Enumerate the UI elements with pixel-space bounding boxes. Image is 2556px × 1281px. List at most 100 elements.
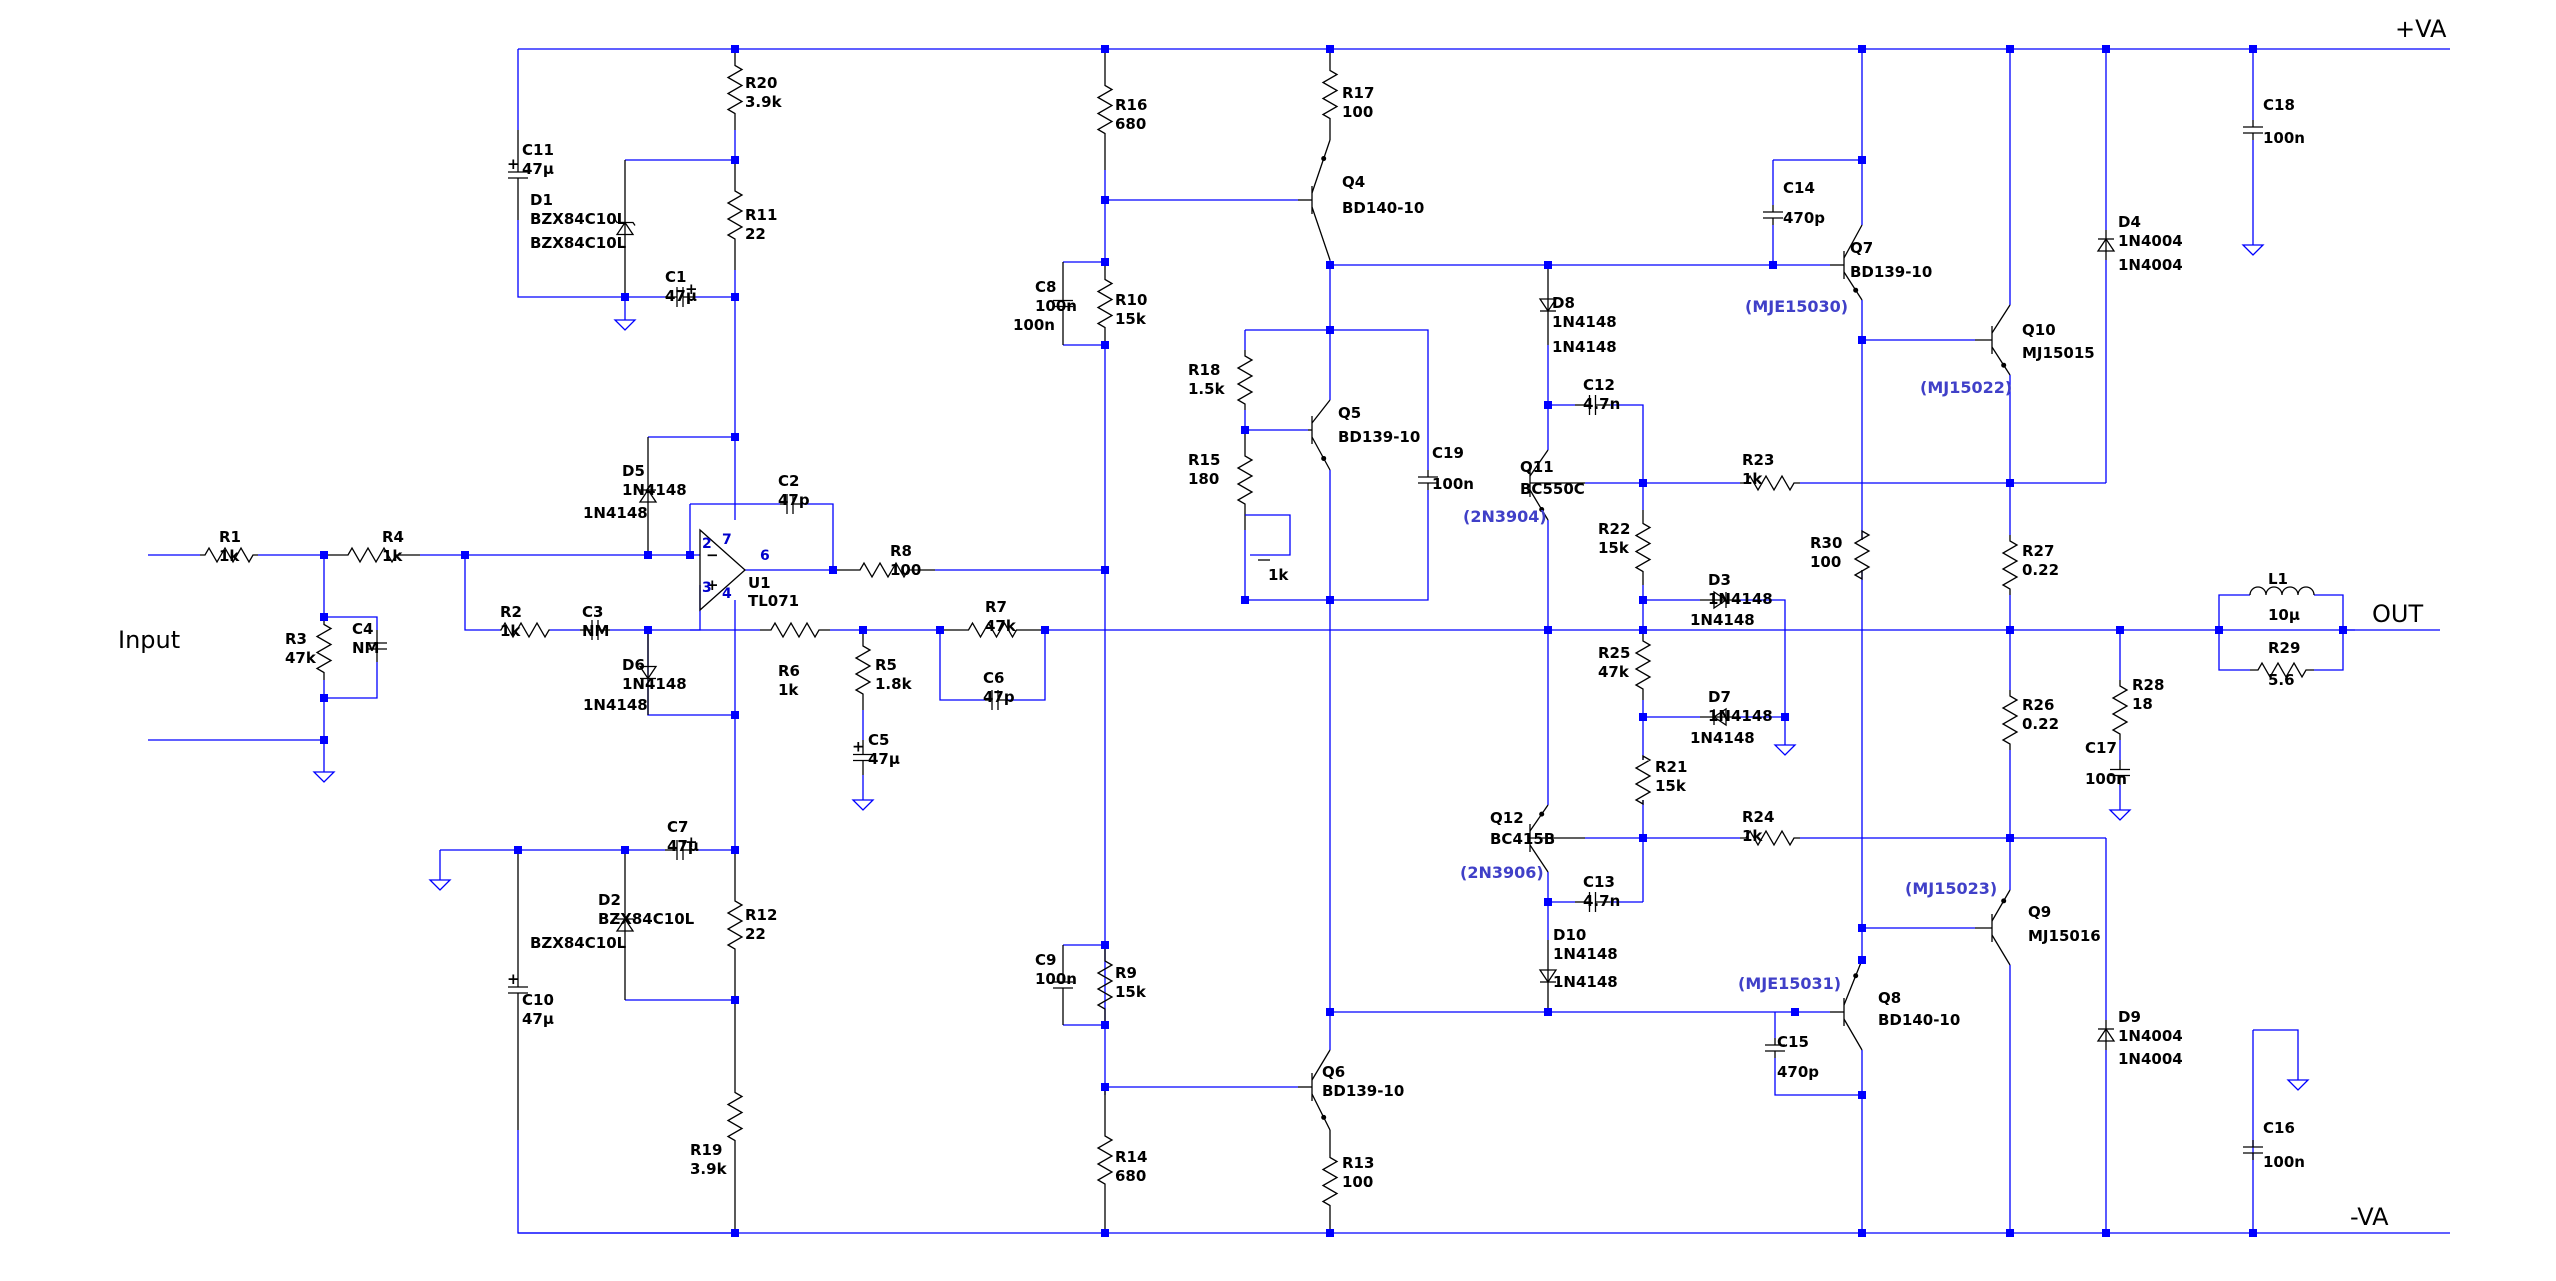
c7-ref-label: C7 xyxy=(667,818,688,836)
capacitor-c1: + xyxy=(665,280,698,307)
r5-value-label: 1.8k xyxy=(875,675,913,693)
r22-value-label: 15k xyxy=(1598,539,1630,557)
r27-value-label: 0.22 xyxy=(2022,561,2059,579)
r11-value-label: 22 xyxy=(745,225,766,243)
d3-value-label: 1N4148 xyxy=(1708,590,1773,608)
capacitor-c8 xyxy=(1053,262,1073,345)
transistor-q11 xyxy=(1529,449,1585,521)
junction-dot xyxy=(731,433,739,441)
d8-value-label-main: 1N4148 xyxy=(1552,338,1617,356)
r6-ref-label: R6 xyxy=(778,662,800,680)
r19-value-label: 3.9k xyxy=(690,1160,728,1178)
r11-ref-label: R11 xyxy=(745,206,777,224)
capacitor-c15 xyxy=(1765,1038,1785,1058)
r6-value-label: 1k xyxy=(778,681,799,699)
d1-value-label: BZX84C10L xyxy=(530,210,627,228)
c3-ref-label: C3 xyxy=(582,603,603,621)
diode-d4 xyxy=(2096,230,2116,260)
q9-ref-label: Q9 xyxy=(2028,903,2051,921)
r26-ref-label: R26 xyxy=(2022,696,2054,714)
input-label: Input xyxy=(118,626,180,654)
c12-ref-label: C12 xyxy=(1583,376,1615,394)
ground-c1 xyxy=(613,319,637,331)
q8-alt-label: (MJE15031) xyxy=(1738,974,1841,993)
d2-value-label: BZX84C10L xyxy=(598,910,695,928)
junction-dot xyxy=(1639,626,1647,634)
transistor-q9 xyxy=(1975,889,2011,966)
junction-dot xyxy=(859,626,867,634)
zener-d1 xyxy=(614,160,636,297)
c8-value-label-main: 100n xyxy=(1013,316,1055,334)
d6-value-label-main: 1N4148 xyxy=(583,696,648,714)
diode-d3 xyxy=(1700,590,1740,610)
q6-ref-label: Q6 xyxy=(1322,1063,1345,1081)
resistor-r3 xyxy=(315,617,333,680)
capacitor-c5: + xyxy=(852,738,873,775)
junction-dot xyxy=(1781,713,1789,721)
junction-dot xyxy=(621,846,629,854)
q12-ref-label: Q12 xyxy=(1490,809,1524,827)
r13-ref-label: R13 xyxy=(1342,1154,1374,1172)
junction-dot xyxy=(1639,479,1647,487)
d5-value-label-main: 1N4148 xyxy=(583,504,648,522)
r9-value-label: 15k xyxy=(1115,983,1147,1001)
c9-ref-label: C9 xyxy=(1035,951,1056,969)
svg-text:+: + xyxy=(852,738,865,756)
c7-value-label: 47µ xyxy=(667,837,699,855)
transistor-q5 xyxy=(1308,399,1331,471)
r17-ref-label: R17 xyxy=(1342,84,1374,102)
junction-dot xyxy=(1544,401,1552,409)
junction-dot xyxy=(1858,336,1866,344)
resistor-r5 xyxy=(854,630,872,710)
r5-ref-label: R5 xyxy=(875,656,897,674)
junction-dot xyxy=(2339,626,2347,634)
capacitor-c19 xyxy=(1418,470,1438,490)
r29-ref-label: R29 xyxy=(2268,639,2300,657)
resistor-r14 xyxy=(1096,1087,1114,1233)
d1-ref-label: D1 xyxy=(530,191,553,209)
d6-value-label: 1N4148 xyxy=(622,675,687,693)
resistor-r18 xyxy=(1236,350,1254,410)
junction-dot xyxy=(2006,45,2014,53)
q7-alt-label: (MJE15030) xyxy=(1745,297,1848,316)
resistor-r25 xyxy=(1634,630,1652,700)
d6-ref-label: D6 xyxy=(622,656,645,674)
c14-value-label: 470p xyxy=(1783,209,1825,227)
d9-value-label-main: 1N4004 xyxy=(2118,1050,2183,1068)
junction-dot xyxy=(2249,1229,2257,1237)
junction-dot xyxy=(320,694,328,702)
r18-ref-label: R18 xyxy=(1188,361,1220,379)
q12-alt-label: (2N3906) xyxy=(1460,863,1544,882)
junction-dot xyxy=(1544,1008,1552,1016)
negative-rail-label: -VA xyxy=(2350,1203,2389,1231)
r13-value-label: 100 xyxy=(1342,1173,1373,1191)
transistor-q8 xyxy=(1830,959,1863,1051)
c19-ref-label: C19 xyxy=(1432,444,1464,462)
c11-ref-label: C11 xyxy=(522,141,554,159)
ground-input xyxy=(312,771,336,783)
c10-ref-label: C10 xyxy=(522,991,554,1009)
r18-value-label: 1.5k xyxy=(1188,380,1226,398)
q7-ref-label: Q7 xyxy=(1850,239,1873,257)
d3-ref-label: D3 xyxy=(1708,571,1731,589)
r14-ref-label: R14 xyxy=(1115,1148,1147,1166)
d8-ref-label: D8 xyxy=(1552,294,1575,312)
resistor-r13 xyxy=(1321,1130,1339,1233)
resistor-r17 xyxy=(1321,49,1339,140)
junction-dot xyxy=(2006,1229,2014,1237)
c15-ref-label: C15 xyxy=(1777,1033,1809,1051)
resistor-r12 xyxy=(726,850,744,1000)
q4-value-label: BD140-10 xyxy=(1342,199,1424,217)
junction-dot xyxy=(514,846,522,854)
r12-ref-label: R12 xyxy=(745,906,777,924)
r15-ref-label: R15 xyxy=(1188,451,1220,469)
r26-value-label: 0.22 xyxy=(2022,715,2059,733)
d4-value-label-main: 1N4004 xyxy=(2118,256,2183,274)
transistor-q12 xyxy=(1529,804,1585,873)
r15-value-label: 180 xyxy=(1188,470,1219,488)
c8-ref-label: C8 xyxy=(1035,278,1056,296)
svg-text:+: + xyxy=(685,833,698,851)
q7-value-label: BD139-10 xyxy=(1850,263,1932,281)
junction-dot xyxy=(461,551,469,559)
q5-value-label: BD139-10 xyxy=(1338,428,1420,446)
